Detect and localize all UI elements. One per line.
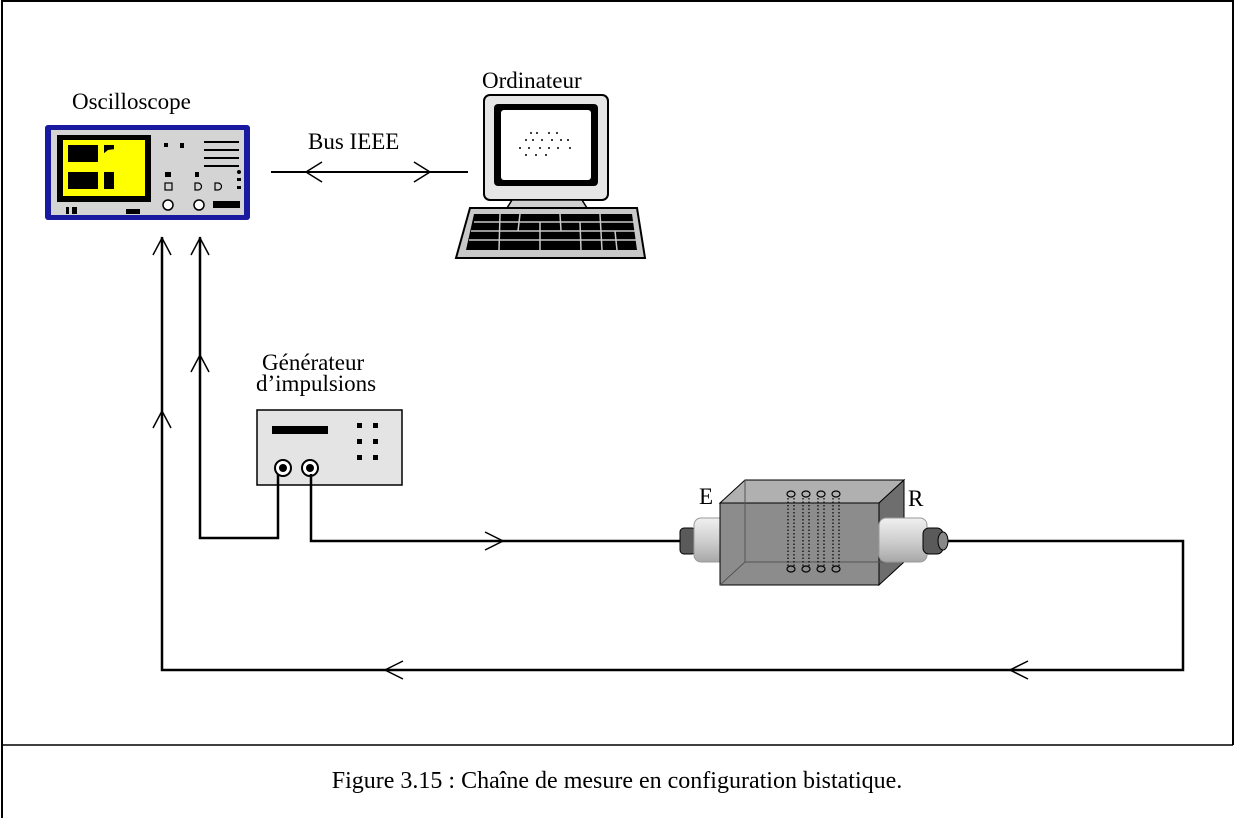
wire-generator-to-oscilloscope <box>198 237 280 540</box>
transducer-receiver-icon <box>878 517 949 563</box>
figure-caption: Figure 3.15 : Chaîne de mesure en config… <box>332 768 903 794</box>
wire-arrows <box>152 236 1029 680</box>
wire-generator-to-emitter <box>309 474 680 543</box>
pulse-generator-label-line2: d’impulsions <box>256 371 376 396</box>
wire-return-path <box>160 237 1185 672</box>
receiver-label: R <box>908 486 924 511</box>
computer-label: Ordinateur <box>482 68 582 93</box>
measurement-tank-icon <box>718 478 906 587</box>
bus-ieee-label: Bus IEEE <box>308 129 399 154</box>
pulse-generator-icon <box>256 409 403 486</box>
computer-icon <box>454 94 647 259</box>
pulse-generator-label-line1: Générateur <box>262 350 364 375</box>
oscilloscope-label: Oscilloscope <box>72 89 191 114</box>
bus-ieee-link <box>271 161 468 183</box>
emitter-label: E <box>699 484 713 509</box>
oscilloscope-icon <box>45 125 250 220</box>
